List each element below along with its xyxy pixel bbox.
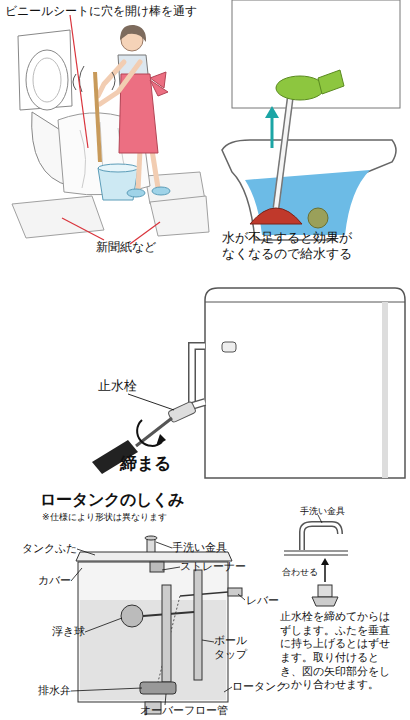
plunger-closeup	[265, 106, 279, 118]
part-label: タンクふた	[22, 542, 77, 556]
low-tank-diagram	[85, 618, 122, 632]
part-label: 手洗い金具	[300, 506, 345, 518]
low-tank-diagram	[145, 536, 157, 540]
plunger-closeup	[250, 208, 302, 224]
faucet-detail	[302, 524, 340, 550]
stop-valve-scene	[192, 346, 205, 405]
stop-valve-scene	[382, 302, 388, 478]
part-label: オーバーフロー管	[140, 704, 228, 718]
plunging-scene	[138, 150, 140, 190]
part-label: ストレーナー	[180, 560, 246, 574]
plunging-scene	[120, 25, 146, 42]
plunger-closeup	[276, 84, 292, 208]
footnote: ※仕様により形状は異なります	[42, 512, 167, 524]
low-tank-diagram	[228, 588, 242, 596]
instruction-note: 止水栓を締めてからはずします。ふたを垂直に持ち上げるとはずせます。取り付けるとき…	[280, 610, 400, 692]
faucet-detail	[284, 551, 348, 552]
plunging-scene	[33, 58, 61, 102]
part-label: 浮き球	[52, 625, 85, 639]
low-tank-diagram	[71, 688, 142, 691]
part-label: 排水弁	[38, 684, 71, 698]
part-label: カバー	[38, 574, 71, 588]
part-label: レバー	[246, 594, 279, 608]
part-label: ボール タップ	[214, 634, 250, 663]
instruction-note: 合わせる	[282, 567, 318, 579]
plunging-scene	[100, 62, 140, 104]
faucet-detail	[302, 524, 340, 550]
stop-valve-scene	[92, 288, 405, 478]
plunger-closeup	[245, 170, 370, 235]
plunging-scene	[98, 164, 138, 172]
plunger-closeup	[222, 140, 396, 240]
low-tank-diagram	[194, 570, 202, 680]
plunging-scene	[70, 15, 88, 148]
low-tank-diagram	[71, 536, 245, 714]
plunging-scene	[95, 72, 100, 162]
low-tank-diagram	[238, 594, 245, 600]
section-heading: ロータンクのしくみ	[40, 490, 184, 511]
plunging-scene	[127, 189, 145, 197]
plunging-scene	[152, 187, 170, 195]
low-tank-diagram	[165, 694, 166, 705]
plunging-scene	[150, 196, 209, 236]
instruction-note: 新聞紙など	[96, 240, 156, 255]
instruction-note: ビニールシートに穴を開け棒を通す	[5, 4, 197, 19]
faucet-detail	[312, 597, 338, 606]
low-tank-diagram	[71, 568, 82, 581]
plunging-scene	[26, 50, 68, 110]
low-tank-diagram	[77, 549, 95, 555]
stop-valve-scene	[205, 302, 405, 303]
stop-valve-scene	[192, 346, 205, 405]
instruction-note: 水が不足すると効果がなくなるので給水する	[222, 230, 362, 263]
plunger-closeup	[276, 84, 292, 208]
direction-label: 締まる	[120, 452, 171, 474]
stop-valve-scene	[156, 434, 166, 446]
low-tank-diagram	[71, 542, 245, 705]
low-tank-diagram	[224, 687, 232, 692]
part-label: ロータンク	[232, 680, 287, 694]
low-tank-diagram	[162, 585, 171, 682]
low-tank-diagram	[162, 567, 180, 570]
plunging-scene	[150, 72, 168, 96]
plunger-closeup	[232, 0, 400, 108]
plunging-scene	[12, 15, 209, 244]
low-tank-diagram	[150, 562, 164, 572]
faucet-detail	[284, 515, 348, 606]
plunging-scene	[152, 150, 158, 188]
plunger-closeup	[271, 116, 274, 148]
faucet-detail	[321, 558, 329, 565]
part-label: 手洗い金具	[172, 541, 227, 555]
plunging-scene	[12, 196, 104, 238]
plunging-scene	[62, 218, 104, 240]
low-tank-diagram	[202, 640, 214, 642]
faucet-detail	[318, 515, 322, 523]
stop-valve-scene	[205, 288, 405, 478]
plunger-closeup	[308, 208, 328, 228]
stop-valve-scene	[136, 418, 172, 446]
low-tank-diagram	[80, 600, 226, 700]
plunger-closeup	[318, 70, 344, 94]
low-tank-diagram	[156, 542, 172, 548]
low-tank-diagram	[121, 605, 143, 627]
plunging-scene	[18, 30, 72, 110]
faucet-detail	[284, 555, 348, 556]
stop-valve-scene	[222, 342, 236, 352]
low-tank-diagram	[140, 682, 176, 694]
stop-valve-scene	[128, 394, 174, 410]
plunger-closeup	[276, 76, 324, 100]
plunger-closeup	[222, 0, 400, 240]
low-tank-diagram	[180, 592, 228, 596]
low-tank-diagram	[78, 562, 228, 702]
faucet-detail	[318, 585, 332, 597]
part-label: 止水栓	[98, 378, 137, 395]
